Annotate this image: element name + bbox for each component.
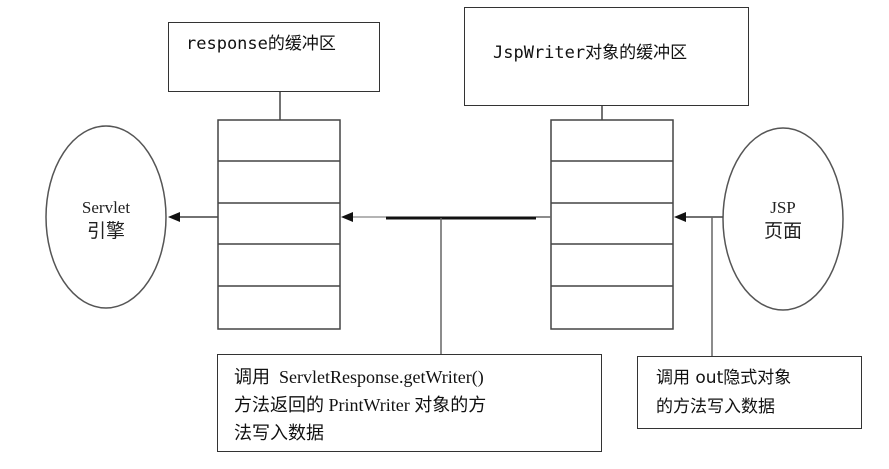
response-buffer-label-box: response的缓冲区	[168, 22, 380, 92]
jsp-page-label-line1: JSP	[770, 198, 796, 217]
printwriter-note-line1: 调用 ServletResponse.getWriter()	[234, 367, 484, 387]
arrow-to-response-head	[341, 212, 353, 222]
out-note-box: 调用 out隐式对象 的方法写入数据	[637, 356, 862, 429]
jspwriter-buffer-stack	[550, 119, 674, 330]
jspwriter-buffer-label-box: JspWriter对象的缓冲区	[464, 7, 749, 106]
servlet-engine-ellipse	[45, 125, 167, 309]
response-buffer-stack	[217, 119, 341, 330]
printwriter-note-box: 调用 ServletResponse.getWriter() 方法返回的 Pri…	[217, 354, 602, 452]
response-buffer-label: response的缓冲区	[186, 34, 336, 54]
jsp-page-node: JSP 页面	[733, 196, 833, 244]
jsp-page-label-line2: 页面	[763, 221, 802, 242]
jspwriter-buffer-label: JspWriter对象的缓冲区	[493, 43, 688, 63]
arrow-to-jspwriter-head	[674, 212, 686, 222]
printwriter-note-line2: 方法返回的 PrintWriter 对象的方	[234, 395, 487, 415]
out-note-line2: 的方法写入数据	[656, 397, 775, 417]
out-note-line1: 调用 out隐式对象	[656, 368, 792, 388]
arrow-to-servlet-head	[168, 212, 180, 222]
servlet-engine-node: Servlet 引擎	[56, 196, 156, 244]
servlet-engine-label-line1: Servlet	[81, 198, 131, 217]
jsp-page-ellipse	[722, 127, 844, 311]
servlet-engine-label-line2: 引擎	[86, 221, 125, 242]
printwriter-note-line3: 法写入数据	[234, 423, 324, 443]
